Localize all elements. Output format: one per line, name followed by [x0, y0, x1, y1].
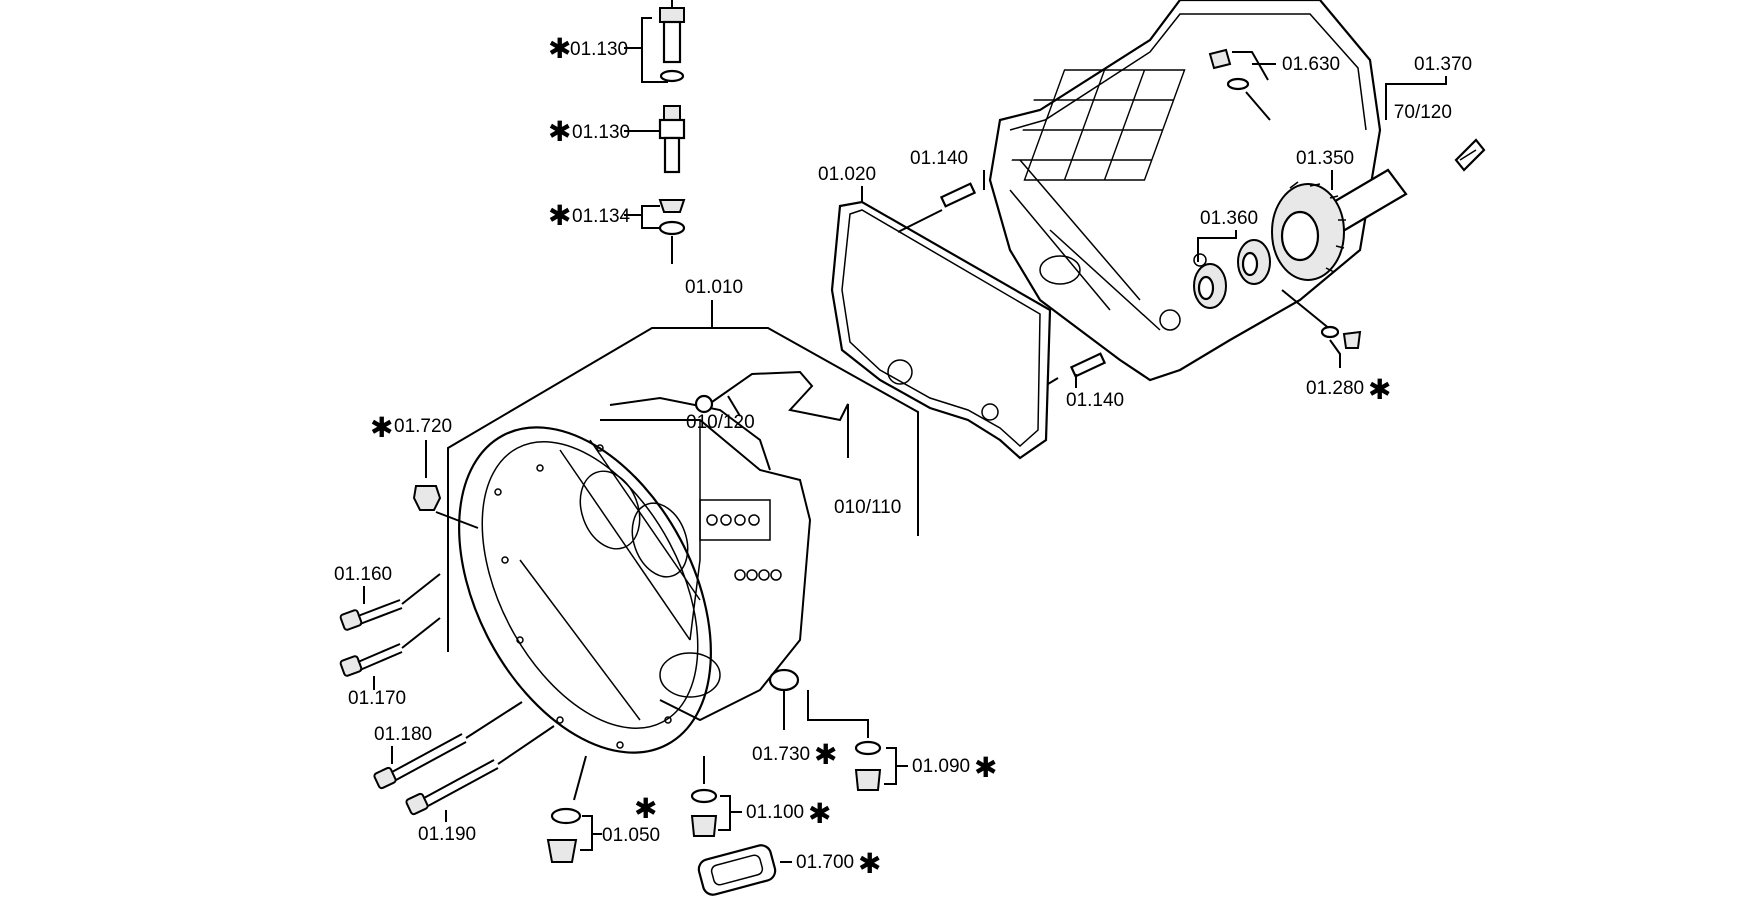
label-01-720: 01.720 [394, 416, 452, 437]
label-01-050: 01.050 [602, 825, 660, 846]
plug-part-01-280 [1320, 325, 1362, 349]
label-01-140-b: 01.140 [1066, 390, 1124, 411]
label-01-180: 01.180 [374, 724, 432, 745]
bracket-01-090 [884, 747, 897, 785]
label-01-160: 01.160 [334, 564, 392, 585]
gear-part [1271, 181, 1346, 281]
oil-pipe-010-120 [694, 370, 849, 458]
label-01-020: 01.020 [818, 164, 876, 185]
plug-part-01-630 [1208, 48, 1271, 121]
label-01-010: 01.010 [685, 277, 743, 298]
label-010-110: 010/110 [834, 497, 901, 518]
gearbox-housing [988, 0, 1382, 382]
plug-part-01-134 [658, 199, 686, 264]
bracket-01-050 [580, 815, 593, 851]
bracket-01-360 [1197, 230, 1237, 262]
label-01-360: 01.360 [1200, 208, 1258, 229]
gasket-part-01-700 [697, 844, 777, 896]
label-01-730: 01.730 [752, 744, 810, 765]
dowel-part-01-140-b [1047, 352, 1107, 385]
star-marker: ✱ [370, 411, 393, 444]
star-marker: ✱ [548, 32, 571, 65]
label-01-130-b: 01.130 [572, 122, 630, 143]
star-marker: ✱ [1368, 373, 1391, 406]
shaft-part-01-370 [1454, 138, 1486, 172]
bearing-part-01-360-b [1237, 239, 1271, 285]
label-01-170: 01.170 [348, 688, 406, 709]
bearing-part-01-360-a [1193, 263, 1227, 309]
plug-part-01-050 [546, 755, 587, 863]
bracket-01-280 [1329, 339, 1341, 368]
label-01-350: 01.350 [1296, 148, 1354, 169]
plug-part-01-100 [690, 756, 718, 837]
label-01-134: 01.134 [572, 206, 631, 227]
star-marker: ✱ [814, 738, 837, 771]
sensor-part-01-130-b [658, 105, 686, 174]
bracket-01-100 [718, 795, 731, 831]
clutch-housing [458, 396, 812, 754]
label-01-090: 01.090 [912, 756, 970, 777]
bracket-01-630 [1232, 51, 1269, 81]
label-01-280: 01.280 [1306, 378, 1364, 399]
star-marker: ✱ [634, 792, 657, 825]
label-01-100: 01.100 [746, 802, 804, 823]
label-01-370: 01.370 [1414, 54, 1472, 75]
plug-part-01-720 [412, 485, 479, 529]
bolt-01-190 [405, 725, 555, 816]
star-marker: ✱ [858, 847, 881, 880]
label-01-130-a: 01.130 [570, 39, 628, 60]
bracket-01-130-a [624, 17, 668, 83]
leader-line-01-090-link [807, 690, 869, 738]
star-marker: ✱ [974, 751, 997, 784]
label-070-120: 70/120 [1390, 102, 1452, 123]
bracket-01-010 [447, 300, 919, 652]
gasket-part-01-020 [830, 200, 1052, 460]
dowel-part-01-140-a [897, 182, 977, 233]
leader-010-120 [727, 395, 741, 417]
star-marker: ✱ [808, 797, 831, 830]
star-marker: ✱ [548, 115, 571, 148]
label-01-700: 01.700 [796, 852, 854, 873]
plug-part-01-090 [854, 740, 882, 791]
bolt-01-180 [373, 701, 523, 790]
label-01-190: 01.190 [418, 824, 476, 845]
bolt-01-160 [339, 573, 441, 631]
star-marker: ✱ [548, 199, 571, 232]
sensor-part-01-130-a [659, 0, 685, 83]
label-010-120: 010/120 [686, 412, 755, 433]
bolt-01-170 [339, 617, 441, 677]
bracket-01-370 [1385, 76, 1447, 120]
bracket-01-134 [641, 205, 660, 229]
seal-part-01-730 [768, 668, 800, 692]
label-01-140-a: 01.140 [910, 148, 968, 169]
label-01-630: 01.630 [1282, 54, 1340, 75]
